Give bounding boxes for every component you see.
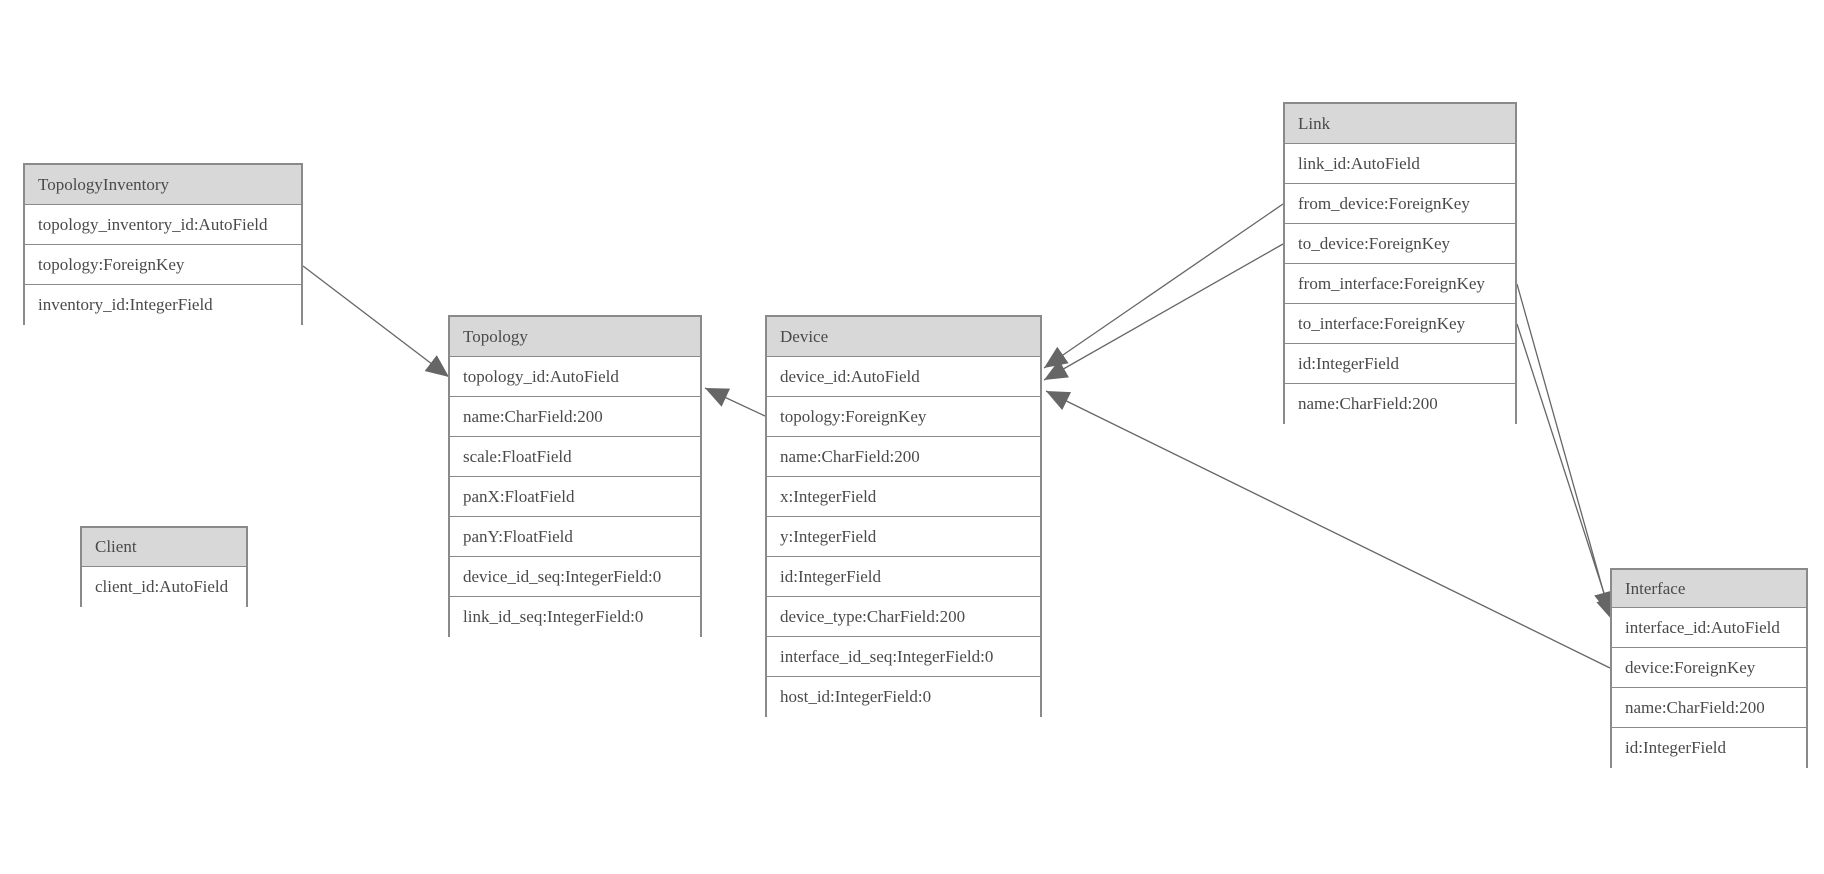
entity-title: Client bbox=[82, 528, 246, 567]
edge-Link.from_interface-to-Interface.interface_id bbox=[1516, 283, 1614, 616]
entity-title: TopologyInventory bbox=[25, 165, 301, 205]
entity-field: name:CharField:200 bbox=[767, 437, 1040, 477]
entity-field: interface_id:AutoField bbox=[1612, 608, 1806, 648]
entity-field: topology_id:AutoField bbox=[450, 357, 700, 397]
entity-field: id:IntegerField bbox=[1285, 344, 1515, 384]
entity-field: inventory_id:IntegerField bbox=[25, 285, 301, 325]
entity-field: to_interface:ForeignKey bbox=[1285, 304, 1515, 344]
entity-field: topology_inventory_id:AutoField bbox=[25, 205, 301, 245]
edge-Link.to_interface-to-Interface.interface_id bbox=[1516, 323, 1616, 622]
entity-field: panX:FloatField bbox=[450, 477, 700, 517]
entity-field: link_id:AutoField bbox=[1285, 144, 1515, 184]
entity-field: x:IntegerField bbox=[767, 477, 1040, 517]
entity-field: topology:ForeignKey bbox=[25, 245, 301, 285]
entity-field: link_id_seq:IntegerField:0 bbox=[450, 597, 700, 637]
entity-field: device_type:CharField:200 bbox=[767, 597, 1040, 637]
entity-field: id:IntegerField bbox=[767, 557, 1040, 597]
entity-field: scale:FloatField bbox=[450, 437, 700, 477]
entity-field: host_id:IntegerField:0 bbox=[767, 677, 1040, 717]
edge-TopologyInventory.topology-to-Topology.topology_id bbox=[302, 265, 450, 378]
edge-Device.topology-to-Topology.topology_id bbox=[704, 387, 766, 417]
entity-title: Topology bbox=[450, 317, 700, 357]
edge-Interface.device-to-Device.device_id bbox=[1045, 390, 1611, 669]
entity-field: to_device:ForeignKey bbox=[1285, 224, 1515, 264]
entity-field: from_device:ForeignKey bbox=[1285, 184, 1515, 224]
entity-field: device:ForeignKey bbox=[1612, 648, 1806, 688]
entity-field: topology:ForeignKey bbox=[767, 397, 1040, 437]
edge-Link.from_device-to-Device.device_id bbox=[1043, 203, 1284, 369]
entity-field: panY:FloatField bbox=[450, 517, 700, 557]
entity-title: Device bbox=[767, 317, 1040, 357]
entity-title: Link bbox=[1285, 104, 1515, 144]
entity-field: client_id:AutoField bbox=[82, 567, 246, 607]
entity-field: y:IntegerField bbox=[767, 517, 1040, 557]
entity-field: name:CharField:200 bbox=[450, 397, 700, 437]
entity-field: interface_id_seq:IntegerField:0 bbox=[767, 637, 1040, 677]
entity-title: Interface bbox=[1612, 570, 1806, 608]
entity-field: device_id:AutoField bbox=[767, 357, 1040, 397]
edge-Link.to_device-to-Device.device_id bbox=[1043, 243, 1284, 381]
entity-field: device_id_seq:IntegerField:0 bbox=[450, 557, 700, 597]
entity-field: name:CharField:200 bbox=[1612, 688, 1806, 728]
entity-field: id:IntegerField bbox=[1612, 728, 1806, 768]
entity-field: name:CharField:200 bbox=[1285, 384, 1515, 424]
entity-field: from_interface:ForeignKey bbox=[1285, 264, 1515, 304]
